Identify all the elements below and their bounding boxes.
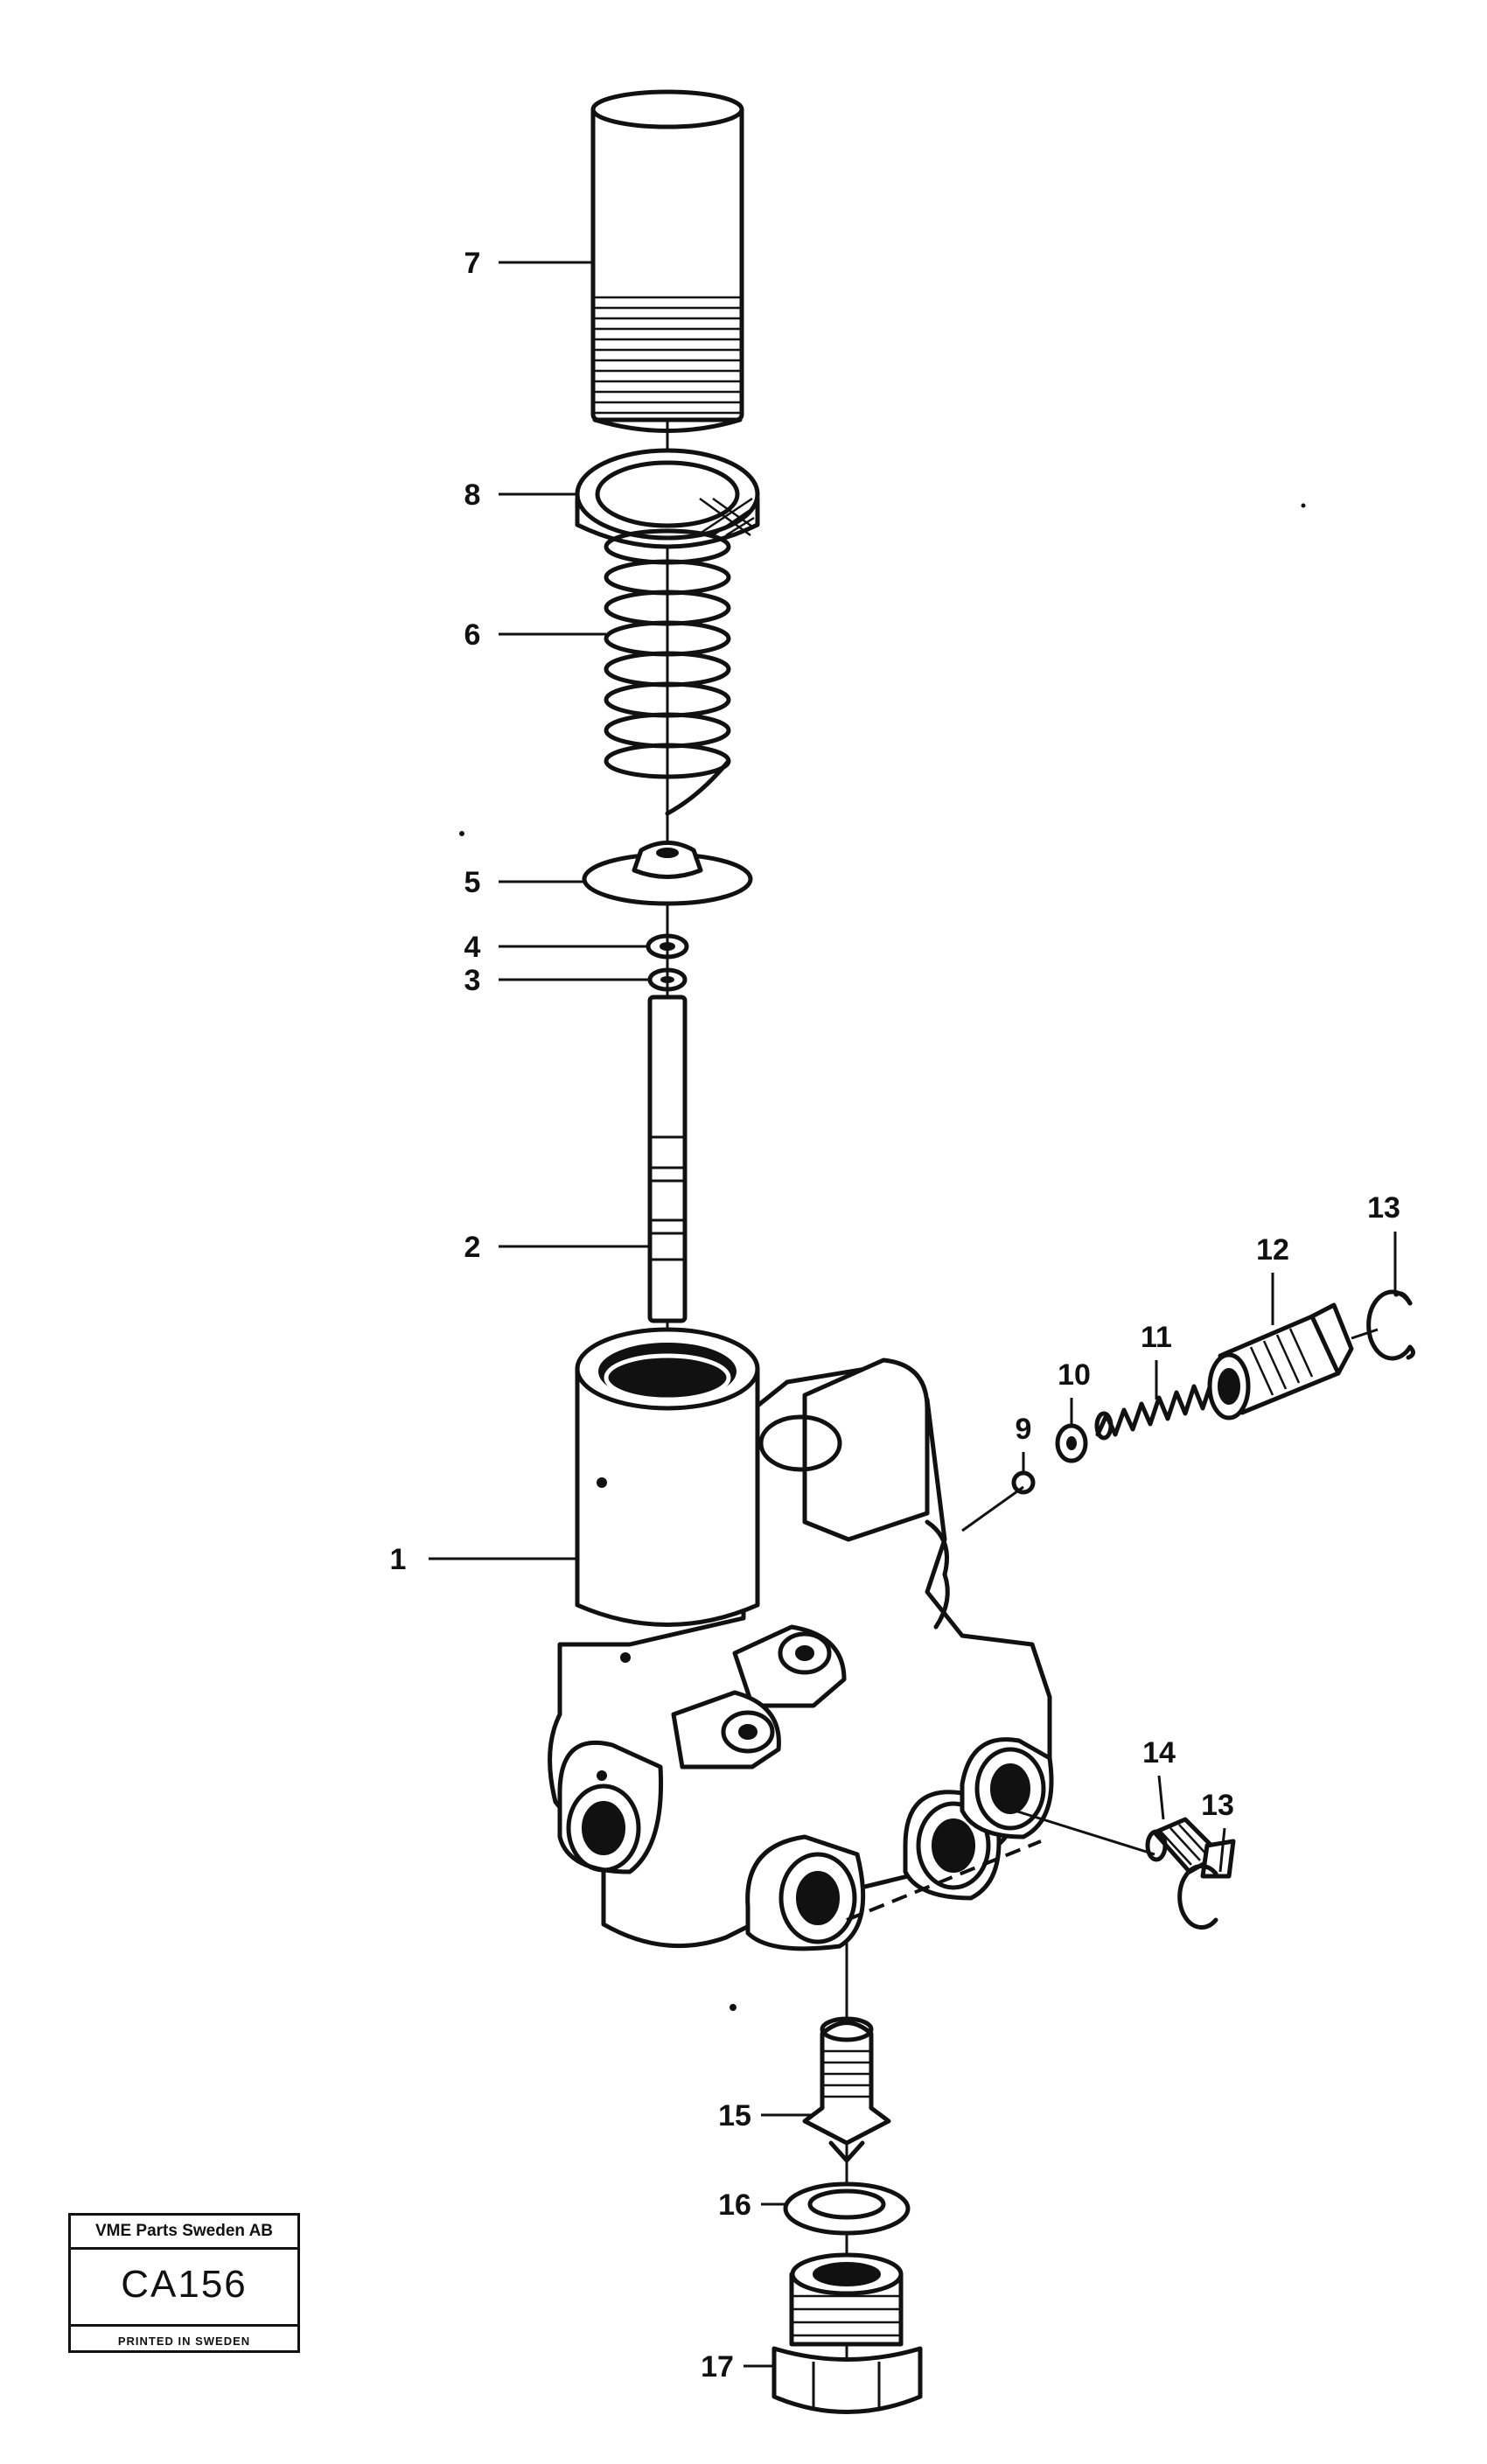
callout-labels: 7 8 6 5 4 3 2 1 9 10 11 12 13 14 13 15 1… xyxy=(390,247,1400,2384)
stamp-company: VME Parts Sweden AB xyxy=(71,2216,297,2250)
part-1-valve-housing xyxy=(548,1327,1054,1951)
callout-17: 17 xyxy=(701,2350,734,2384)
callout-1: 1 xyxy=(390,1543,407,1576)
title-stamp: VME Parts Sweden AB CA156 PRINTED IN SWE… xyxy=(68,2213,300,2353)
stray-marks xyxy=(459,503,1306,2011)
callout-9: 9 xyxy=(1016,1413,1032,1446)
callout-15: 15 xyxy=(718,2099,751,2132)
part-15-check-valve xyxy=(802,2016,891,2163)
callout-13-lower: 13 xyxy=(1201,1789,1234,1822)
callout-10: 10 xyxy=(1058,1358,1091,1392)
callout-16: 16 xyxy=(718,2188,751,2222)
dashed-guide-line xyxy=(846,1839,1042,1922)
callout-11: 11 xyxy=(1141,1321,1172,1354)
right-axis-line xyxy=(961,1485,1155,1856)
callout-3: 3 xyxy=(464,964,481,997)
callout-4: 4 xyxy=(464,931,481,964)
callout-6: 6 xyxy=(464,618,481,652)
part-17-plug xyxy=(771,2252,923,2414)
part-16-sealing-ring xyxy=(783,2181,911,2236)
part-2-valve-spool xyxy=(647,995,688,1323)
stamp-code: CA156 xyxy=(121,2263,248,2306)
part-5-spring-seat xyxy=(582,841,753,906)
leader-lines xyxy=(429,261,1397,2368)
part-13-circlip-upper xyxy=(1366,1289,1415,1361)
callout-7: 7 xyxy=(464,247,481,280)
part-12-threaded-plug xyxy=(1207,1302,1379,1420)
callout-12: 12 xyxy=(1256,1233,1289,1267)
callout-5: 5 xyxy=(464,866,481,899)
part-7-cylinder xyxy=(590,89,744,433)
part-11-small-spring xyxy=(1094,1379,1214,1441)
part-13-circlip-lower xyxy=(1177,1864,1218,1930)
callout-8: 8 xyxy=(464,478,481,512)
callout-13-upper: 13 xyxy=(1367,1191,1400,1225)
stamp-printed: PRINTED IN SWEDEN xyxy=(71,2324,297,2356)
callout-2: 2 xyxy=(464,1231,481,1264)
callout-14: 14 xyxy=(1142,1736,1176,1769)
part-9-ball xyxy=(1011,1470,1036,1495)
part-6-spring xyxy=(604,528,731,816)
part-10-washer xyxy=(1055,1423,1088,1463)
